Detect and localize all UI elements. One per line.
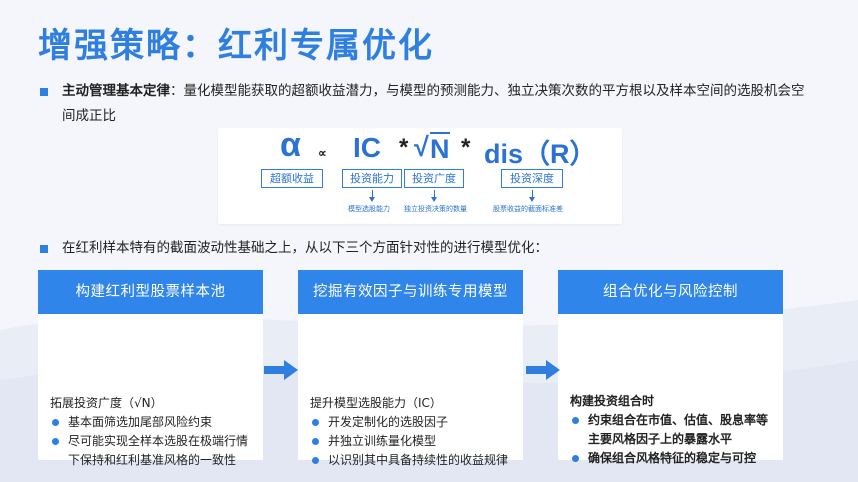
page-title: 增强策略：红利专属优化 — [38, 26, 434, 66]
label-invest-ability: 投资能力 — [342, 169, 402, 188]
note-decision-count: 独立投资决策的数量 — [404, 205, 467, 213]
formula-dis: dis（R） — [484, 139, 597, 169]
formula-box: α ∝ IC * √ N * dis（R） 超额收益 投资能力 投资广度 投资深… — [218, 126, 622, 224]
note-model-ability: 模型选股能力 — [348, 205, 390, 213]
card-subtitle: 拓展投资广度（√N） — [50, 396, 163, 410]
card-subtitle: 构建投资组合时 — [570, 394, 655, 408]
card-title: 构建红利型股票样本池 — [38, 270, 263, 314]
list-item: 以识别其中具备持续性的收益规律 — [310, 451, 511, 470]
list-item: 开发定制化的选股因子 — [310, 413, 511, 432]
card-sample-pool: 构建红利型股票样本池 拓展投资广度（√N） 基本面筛选加尾部风险约束 尽可能实现… — [38, 270, 263, 467]
formula-sqrt-sign: √ — [414, 132, 429, 162]
bullet-intro — [40, 245, 48, 253]
label-excess-return: 超额收益 — [261, 169, 323, 188]
list-item: 并独立训练量化模型 — [310, 432, 511, 451]
card-list: 约束组合在市值、估值、股息率等主要风格因子上的暴露水平 确保组合风格特征的稳定与… — [570, 411, 771, 468]
formula-times-2: * — [461, 134, 471, 161]
card-factor-model: 挖掘有效因子与训练专用模型 提升模型选股能力（IC） 开发定制化的选股因子 并独… — [298, 270, 523, 467]
card-list: 开发定制化的选股因子 并独立训练量化模型 以识别其中具备持续性的收益规律 — [310, 413, 511, 470]
formula-times-1: * — [399, 134, 409, 161]
card-portfolio-risk: 组合优化与风险控制 构建投资组合时 约束组合在市值、估值、股息率等主要风格因子上… — [558, 270, 783, 465]
intro-paragraph: 在红利样本特有的截面波动性基础之上，从以下三个方面针对性的进行模型优化： — [62, 240, 548, 256]
formula-proportional: ∝ — [318, 146, 327, 160]
card-list: 基本面筛选加尾部风险约束 尽可能实现全样本选股在极端行情下保持和红利基准风格的一… — [50, 413, 251, 470]
list-item: 基本面筛选加尾部风险约束 — [50, 413, 251, 432]
card-title: 挖掘有效因子与训练专用模型 — [298, 270, 523, 314]
list-item: 约束组合在市值、估值、股息率等主要风格因子上的暴露水平 — [570, 411, 771, 449]
law-text: ：量化模型能获取的超额收益潜力，与模型的预测能力、独立决策次数的平方根以及样本空… — [62, 83, 805, 124]
formula-ic: IC — [353, 132, 381, 163]
law-paragraph: 主动管理基本定律：量化模型能获取的超额收益潜力，与模型的预测能力、独立决策次数的… — [62, 79, 812, 129]
note-cross-section-std: 股票收益的截面标准差 — [493, 205, 563, 213]
law-label: 主动管理基本定律 — [62, 83, 170, 99]
card-title: 组合优化与风险控制 — [558, 270, 783, 314]
card-subtitle: 提升模型选股能力（IC） — [310, 396, 442, 410]
list-item: 尽可能实现全样本选股在极端行情下保持和红利基准风格的一致性 — [50, 432, 251, 470]
arrow-right-icon — [264, 360, 298, 380]
formula-alpha: α — [280, 126, 301, 164]
card-body: 拓展投资广度（√N） 基本面筛选加尾部风险约束 尽可能实现全样本选股在极端行情下… — [38, 314, 263, 467]
label-invest-breadth: 投资广度 — [404, 169, 464, 188]
bullet-law — [40, 88, 48, 96]
formula-n: N — [430, 132, 450, 164]
list-item: 确保组合风格特征的稳定与可控 — [570, 449, 771, 468]
card-body: 构建投资组合时 约束组合在市值、估值、股息率等主要风格因子上的暴露水平 确保组合… — [558, 314, 783, 465]
arrow-right-icon — [526, 360, 560, 380]
label-invest-depth: 投资深度 — [501, 169, 563, 188]
card-body: 提升模型选股能力（IC） 开发定制化的选股因子 并独立训练量化模型 以识别其中具… — [298, 314, 523, 467]
